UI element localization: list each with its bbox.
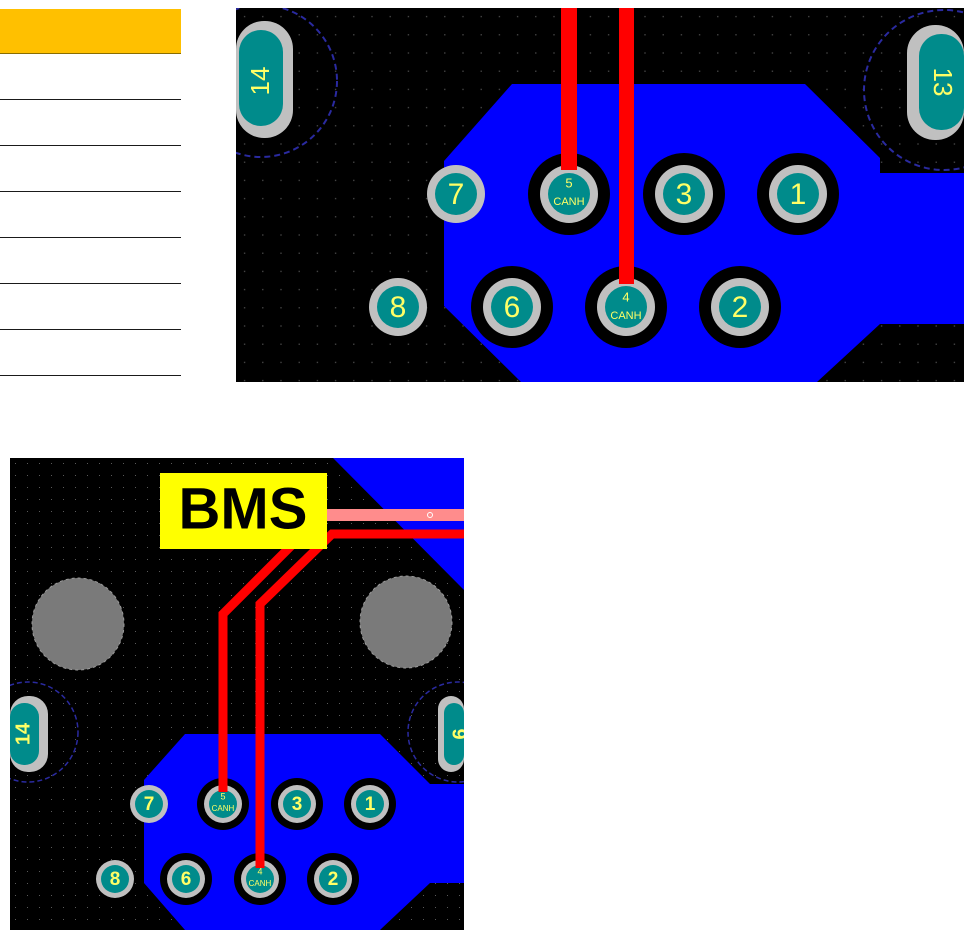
- pad-number: 3: [676, 178, 693, 211]
- table-row: [0, 146, 181, 192]
- silk-label-box: [160, 473, 327, 549]
- pad-number: 1: [790, 178, 807, 211]
- pad-1: 1: [757, 153, 839, 235]
- keepout-circle: [407, 681, 464, 783]
- pad-8: 8: [96, 860, 134, 898]
- pad-number: 5: [220, 791, 225, 801]
- pad-number: 7: [144, 794, 155, 815]
- pad-2: 2: [307, 853, 359, 905]
- mounting-hole-label: 13: [928, 68, 958, 97]
- pad-number: 4: [257, 866, 262, 876]
- pad-number: 8: [110, 869, 121, 890]
- table-row: [0, 284, 181, 330]
- copper-pour: [333, 458, 464, 590]
- pad-number: 3: [292, 794, 303, 815]
- pad-4: [234, 853, 286, 905]
- pad-number: 6: [504, 291, 521, 324]
- pad-2: 2: [699, 266, 781, 348]
- trace-canh-4: [619, 8, 634, 284]
- keepout-disc: [31, 577, 125, 671]
- pcb-bottom-view: 14 9 7 3 1 8 6: [10, 458, 464, 930]
- pad-7: 7: [130, 785, 168, 823]
- trace-canh-5: [561, 8, 577, 170]
- mounting-hole-label: 14: [245, 67, 275, 96]
- table-row: [0, 100, 181, 146]
- pad-net-label: CANH: [249, 879, 272, 888]
- mounting-hole-13: 13: [907, 25, 964, 140]
- pad-3: 3: [643, 153, 725, 235]
- keepout-disc: [359, 575, 453, 669]
- pad-6: 6: [471, 266, 553, 348]
- pad-number: 1: [365, 794, 376, 815]
- board-label: BMS: [179, 476, 308, 541]
- pad-number: 4: [622, 289, 629, 304]
- keepout-circle: [236, 8, 338, 158]
- mounting-hole-label: 14: [12, 722, 34, 745]
- pad-number: 2: [328, 869, 339, 890]
- pad-5: [528, 153, 610, 235]
- via: [427, 512, 433, 518]
- mounting-hole-label: 9: [448, 728, 464, 739]
- table-row: [0, 330, 181, 376]
- mounting-hole-9: 9: [438, 696, 464, 772]
- pad-number: 6: [181, 869, 192, 890]
- table-row: [0, 192, 181, 238]
- pad-number: 5: [565, 175, 572, 190]
- table-fragment: [0, 9, 181, 376]
- pad-number: 2: [732, 291, 749, 324]
- pad-4: [585, 266, 667, 348]
- mounting-hole-14: 14: [236, 21, 293, 138]
- pad-number: 7: [448, 178, 465, 211]
- pad-6: 6: [160, 853, 212, 905]
- trace-canh-4: [255, 529, 464, 868]
- pad-7: 7: [427, 165, 485, 223]
- keepout-circle: [10, 681, 79, 783]
- pad-net-label: CANH: [212, 804, 235, 813]
- pad-net-label: CANH: [610, 310, 641, 322]
- table-header: [0, 9, 181, 54]
- pad-8: 8: [369, 278, 427, 336]
- mounting-hole-14: 14: [10, 696, 48, 772]
- pad-number: 8: [390, 291, 407, 324]
- pad-1: 1: [344, 778, 396, 830]
- table-row: [0, 238, 181, 284]
- pcb-top-view: 14 13 7 3 1 8 6: [236, 8, 964, 382]
- pad-net-label: CANH: [553, 196, 584, 208]
- pad-3: 3: [271, 778, 323, 830]
- pad-5: [197, 778, 249, 830]
- highlight-trace: [320, 509, 464, 521]
- table-row: [0, 54, 181, 100]
- keepout-circle: [863, 9, 964, 171]
